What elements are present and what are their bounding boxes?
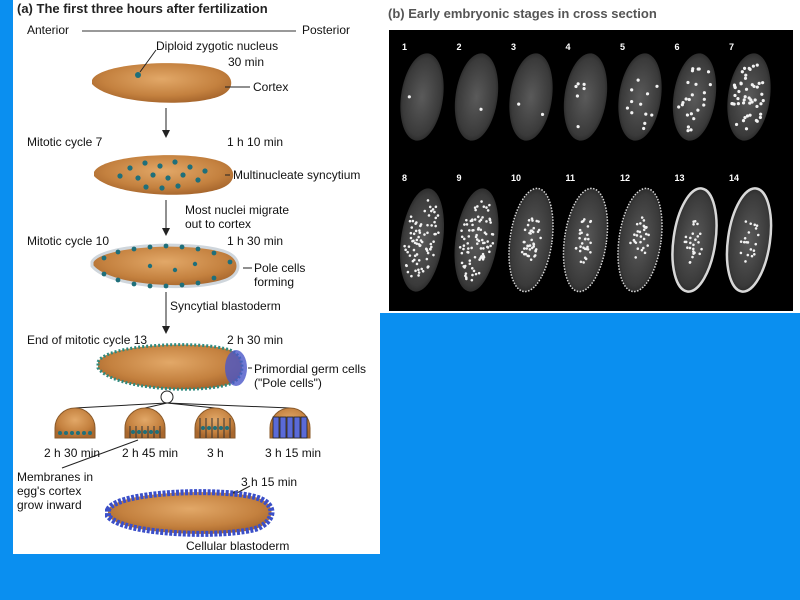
cellular-blastoderm-label: Cellular blastoderm <box>186 539 290 553</box>
cross-section-2h30 <box>54 407 96 439</box>
migrate-label-2: out to cortex <box>185 217 252 231</box>
panel-b-title: (b) Early embryonic stages in cross sect… <box>388 6 657 21</box>
stage-number-12: 12 <box>620 173 631 183</box>
membranes-label-1: Membranes in <box>17 470 94 484</box>
end-cycle-13-label: End of mitotic cycle 13 <box>27 333 148 347</box>
anterior-label: Anterior <box>27 23 70 37</box>
cross-section-3h <box>194 407 236 439</box>
embryo-stage-6 <box>672 53 717 141</box>
multinucleate-label: Multinucleate syncytium <box>233 168 361 182</box>
egg-stage-1 <box>92 63 232 103</box>
time-1h10: 1 h 10 min <box>227 135 284 149</box>
embryo-stage-4 <box>563 53 608 141</box>
embryo-stage-12 <box>617 187 663 293</box>
stage-number-7: 7 <box>729 42 735 52</box>
embryo-stage-13 <box>671 187 718 293</box>
embryo-stage-14 <box>725 187 773 293</box>
embryo-stage-11 <box>562 187 609 293</box>
embryo-stage-8 <box>399 188 445 292</box>
time-2h30: 2 h 30 min <box>227 333 284 347</box>
pole-cells <box>225 350 247 386</box>
primordial-label-2: ("Pole cells") <box>254 376 322 390</box>
stage-number-11: 11 <box>565 173 576 183</box>
stage-number-5: 5 <box>620 42 626 52</box>
mitotic-cycle-7-label: Mitotic cycle 7 <box>27 135 103 149</box>
stage-number-4: 4 <box>565 42 571 52</box>
embryo-stage-1 <box>400 53 444 141</box>
cross-section-2h45 <box>124 407 166 439</box>
time-3h15: 3 h 15 min <box>241 475 298 489</box>
time-30min: 30 min <box>228 55 265 69</box>
membranes-label-2: egg's cortex <box>17 484 82 498</box>
egg-stage-2 <box>94 155 234 195</box>
embryo-stage-2 <box>454 53 499 141</box>
embryo-stage-9 <box>454 188 499 292</box>
stage-number-1: 1 <box>402 42 408 52</box>
embryo-images <box>399 53 773 293</box>
pole-cells-label-2: forming <box>254 275 295 289</box>
posterior-label: Posterior <box>302 23 351 37</box>
stage-number-2: 2 <box>456 42 462 52</box>
stage-number-8: 8 <box>402 173 408 183</box>
diploid-label: Diploid zygotic nucleus <box>156 39 279 53</box>
stage-number-9: 9 <box>456 173 462 183</box>
egg-cellular-blastoderm <box>105 489 275 537</box>
pole-cells-label-1: Pole cells <box>254 261 306 275</box>
embryo-stage-3 <box>509 53 553 141</box>
panel-a-title: (a) The first three hours after fertiliz… <box>17 1 268 16</box>
embryo-stage-5 <box>618 53 662 141</box>
time-1h30: 1 h 30 min <box>227 234 284 248</box>
syncytial-label: Syncytial blastoderm <box>170 299 281 313</box>
cortex-nuclei <box>101 243 233 289</box>
syncytium-nuclei <box>117 159 208 191</box>
stage-number-6: 6 <box>674 42 680 52</box>
section-time-3h15: 3 h 15 min <box>265 446 322 460</box>
mitotic-cycle-10-label: Mitotic cycle 10 <box>27 234 110 248</box>
stage-number-13: 13 <box>674 173 685 183</box>
stage-number-14: 14 <box>729 173 740 183</box>
section-time-2h30: 2 h 30 min <box>44 446 101 460</box>
egg-stage-3 <box>90 243 240 289</box>
migrate-label-1: Most nuclei migrate <box>185 203 290 217</box>
section-time-2h45: 2 h 45 min <box>122 446 179 460</box>
embryo-stage-10 <box>508 187 554 293</box>
egg-stage-4 <box>96 343 244 391</box>
primordial-label-1: Primordial germ cells <box>254 362 367 376</box>
cortex-label: Cortex <box>253 80 289 94</box>
membranes-label-3: grow inward <box>17 498 82 512</box>
cross-section-3h15 <box>269 407 311 439</box>
zygotic-nucleus <box>135 72 141 78</box>
section-time-3h: 3 h <box>207 446 224 460</box>
embryo-stage-7 <box>727 53 771 141</box>
stage-number-10: 10 <box>511 173 522 183</box>
stage-number-3: 3 <box>511 42 517 52</box>
